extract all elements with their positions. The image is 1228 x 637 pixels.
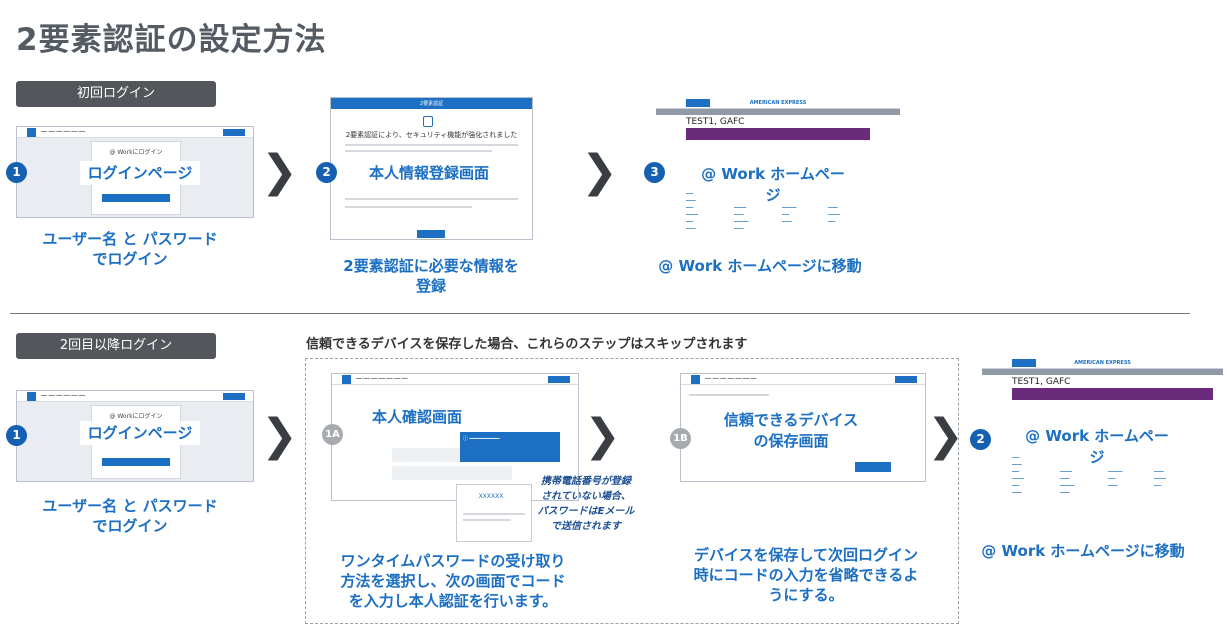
trusted-device-screenshot: ━━ ━━ ━━ ━━ ━━ ━━ ━━ 信頼できるデバイス の保存画面	[680, 373, 926, 482]
lock-icon	[423, 116, 433, 127]
chevron-right-icon: ❯	[261, 410, 298, 461]
chevron-right-icon: ❯	[584, 410, 621, 461]
home-page-label: @ Work ホームペー ジ	[698, 164, 848, 206]
page-title: 2要素認証の設定方法	[16, 22, 327, 58]
registration-page-label: 本人情報登録画面	[359, 161, 499, 185]
mock-nav-bar: ━━ ━━ ━━ ━━ ━━ ━━	[17, 127, 253, 138]
step1b-caption: デバイスを保存して次回ログイン 時にコードの入力を省略できるよ うにする。	[693, 546, 919, 604]
verification-page-label: 本人確認画面	[362, 406, 472, 428]
mock-save-button	[855, 462, 891, 472]
skip-note: 信頼できるデバイスを保存した場合、これらのステップはスキップされます	[306, 337, 748, 352]
step-badge-2: 2	[970, 429, 991, 450]
repeat-login-tag: 2回目以降ログイン	[16, 333, 216, 359]
home-page-label: @ Work ホームペー ジ	[1022, 426, 1172, 468]
code-entry-card: XXXXXX	[456, 484, 532, 542]
section-divider	[10, 313, 1190, 314]
step-badge-2: 2	[316, 162, 337, 183]
skippable-steps-box	[305, 358, 959, 624]
step1-caption: ユーザー名 と パスワード でログイン	[42, 230, 218, 268]
chevron-right-icon: ❯	[261, 146, 298, 197]
amex-logo-icon	[27, 128, 36, 137]
step-badge-1a: 1A	[322, 424, 343, 445]
chevron-right-icon: ❯	[927, 410, 964, 461]
home-screenshot: AMERICAN EXPRESS TEST1, GAFC ━━━━━━━━━━━…	[655, 97, 901, 245]
first-login-tag: 初回ログイン	[16, 81, 216, 107]
step-badge-1: 1	[6, 162, 27, 183]
chevron-right-icon: ❯	[581, 146, 618, 197]
step2-caption: 2要素認証に必要な情報を 登録	[343, 257, 519, 295]
trusted-device-page-label: 信頼できるデバイス の保存画面	[711, 410, 871, 452]
login-page-label: ログインページ	[80, 421, 200, 445]
amex-logo-icon	[342, 375, 351, 384]
login-page-label: ログインページ	[80, 161, 200, 185]
step3-caption: @ Work ホームページに移動	[658, 257, 862, 275]
mock-info-popup: ⓘ ━━━━━━━━━━	[460, 432, 560, 462]
step-badge-1: 1	[6, 425, 27, 446]
verification-screenshot: ━━ ━━ ━━ ━━ ━━ ━━ ━━ ⓘ ━━━━━━━━━━ 本人確認画面	[331, 373, 579, 501]
amex-logo-icon	[691, 375, 700, 384]
step-badge-3: 3	[644, 162, 665, 183]
repeat-login-screenshot: ━━ ━━ ━━ ━━ ━━ ━━ @ Workにログイン ログインページ	[16, 390, 254, 482]
first-login-screenshot: ━━ ━━ ━━ ━━ ━━ ━━ @ Workにログイン ログインページ	[16, 126, 254, 218]
step-badge-1b: 1B	[670, 428, 691, 449]
repeat-step1-caption: ユーザー名 と パスワード でログイン	[42, 497, 218, 535]
repeat-home-screenshot: AMERICAN EXPRESS TEST1, GAFC ━━━━━━━━━━━…	[981, 357, 1224, 505]
registration-screenshot: 2要素認証 2要素認証により、セキュリティ機能が強化されました 本人情報登録画面	[330, 97, 533, 240]
no-phone-note: 携帯電話番号が登録 されていない場合、 パスワードはEメール で送信されます	[537, 476, 635, 532]
step1a-caption: ワンタイムパスワードの受け取り 方法を選択し、次の画面でコード を入力し本人認証…	[340, 552, 566, 610]
amex-logo-icon	[27, 392, 36, 401]
repeat-step2-caption: @ Work ホームページに移動	[981, 542, 1185, 560]
mock-submit-button	[417, 230, 445, 238]
